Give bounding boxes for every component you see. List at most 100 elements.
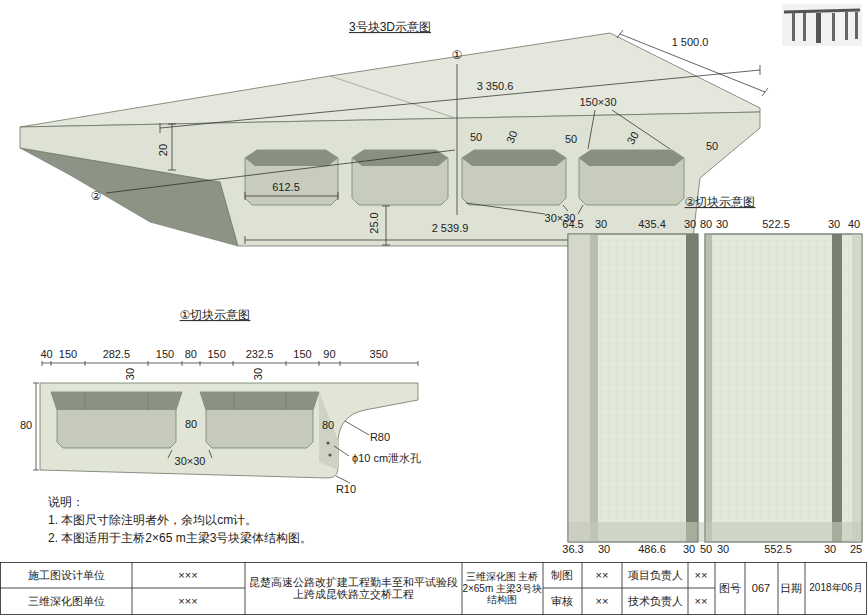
dimension-line — [33, 383, 39, 470]
dimension-label: 150 — [156, 348, 174, 361]
dimension-line — [336, 476, 350, 483]
dimension-line — [457, 64, 458, 215]
cut-marker: ② — [91, 190, 102, 204]
dimension-label: 30 — [824, 543, 836, 556]
bridge-photo — [782, 4, 862, 46]
bridge-photo — [845, 12, 848, 40]
block-3d-view — [20, 33, 760, 246]
dimension-label: 3 350.6 — [477, 80, 514, 93]
dimension-label: 30 — [716, 218, 728, 231]
view-title: 3号块3D示意图 — [349, 21, 431, 35]
dimension-label: 25.0 — [368, 212, 381, 233]
bridge-photo — [855, 12, 858, 39]
dimension-label: 50 — [706, 140, 718, 153]
section-2-view — [568, 522, 862, 542]
title-block-cell: ×× — [596, 595, 609, 608]
dimension-label: 2 539.9 — [432, 222, 469, 235]
title-block-cell: 昆楚高速公路改扩建工程勤丰至和平试验段 上跨成昆铁路立交桥工程 — [247, 576, 459, 600]
dimension-label: 80 — [700, 218, 712, 231]
section-2-view — [568, 234, 862, 542]
dimension-label: 50 — [700, 543, 712, 556]
dimension-label: 80 — [20, 419, 32, 432]
title-block-cell: ×× — [695, 595, 708, 608]
title-block-cell: 三维深化图单位 — [28, 595, 105, 608]
dimension-label: 36.3 — [562, 543, 583, 556]
section-2-view — [568, 234, 698, 542]
title-block-cell: 日期 — [780, 582, 802, 595]
dimension-label: 80 — [185, 418, 197, 431]
dimension-label: 40 — [848, 218, 860, 231]
title-block-cell: 2018年06月 — [809, 582, 862, 594]
title-block-cell: ×× — [695, 569, 708, 582]
cut-marker: ① — [452, 49, 463, 63]
dimension-label: 150×30 — [579, 96, 616, 109]
note-text: 1. 本图尺寸除注明者外，余均以cm计。 — [48, 514, 257, 528]
bridge-photo — [792, 13, 795, 41]
section-1-view — [319, 392, 338, 470]
title-block — [0, 562, 867, 615]
dimension-line — [617, 30, 768, 96]
dimension-label: 50 — [470, 131, 482, 144]
dimension-label: ϕ10 cm泄水孔 — [352, 452, 421, 465]
block-3d-view — [579, 150, 684, 205]
title-block — [1, 563, 867, 615]
section-2-view — [568, 234, 590, 542]
title-block-cell: 施工图设计单位 — [28, 569, 105, 582]
title-block-cell: 技术负责人 — [628, 595, 683, 608]
dimension-label: 1 500.0 — [672, 36, 709, 49]
section-1-view — [40, 383, 418, 478]
dimension-label: 30 — [252, 368, 265, 380]
dimension-line — [106, 150, 455, 193]
dimension-line — [106, 30, 768, 245]
dimension-label: 50 — [565, 133, 577, 146]
block-3d-view — [20, 33, 760, 127]
dimension-label: 30 — [595, 218, 607, 231]
dimension-label: 30 — [598, 543, 610, 556]
block-3d-view — [462, 150, 566, 205]
section-2-view — [705, 234, 712, 542]
section-1-view — [234, 392, 286, 410]
title-block-cell: 制图 — [551, 569, 573, 582]
dimension-label: R10 — [336, 483, 356, 496]
dimension-label: 150 — [59, 348, 77, 361]
dimension-label: 282.5 — [103, 348, 131, 361]
dimension-label: R80 — [370, 431, 390, 444]
dimension-line — [168, 124, 176, 170]
dimension-line — [33, 361, 418, 483]
dimension-line — [382, 206, 390, 245]
block-3d-view — [462, 150, 566, 166]
section-1-view — [326, 441, 329, 444]
title-block-cell: 图号 — [719, 582, 741, 595]
dimension-label: 40 — [40, 348, 52, 361]
section-1-view — [328, 453, 331, 456]
dimension-label: 150 — [207, 348, 225, 361]
dimension-label: 80 — [322, 419, 334, 432]
block-3d-view — [245, 150, 338, 166]
section-1-view — [51, 392, 182, 410]
dimension-label: 552.5 — [764, 543, 792, 556]
block-3d-view — [330, 76, 455, 118]
dimension-label: 30×30 — [175, 455, 206, 468]
dimension-label: 64.5 — [562, 218, 583, 231]
dimension-line — [334, 446, 349, 456]
section-2-view — [705, 234, 862, 542]
section-1-view — [85, 392, 148, 410]
section-2-view — [590, 234, 598, 542]
dimension-label: 30 — [504, 129, 520, 145]
dimension-label: 30 — [717, 543, 729, 556]
dimension-label: 486.6 — [638, 543, 666, 556]
dimension-label: 20 — [157, 144, 170, 156]
dimension-line — [42, 363, 418, 364]
title-block-cell: ×× — [596, 569, 609, 582]
note-text: 2. 本图适用于主桥2×65 m主梁3号块梁体结构图。 — [48, 532, 312, 546]
dimension-label: 232.5 — [246, 348, 274, 361]
bridge-photo — [816, 13, 821, 43]
section-2-view — [686, 234, 698, 542]
block-3d-view — [245, 150, 338, 205]
view-title: ①切块示意图 — [180, 309, 251, 323]
note-text: 说明： — [48, 496, 84, 510]
title-block-cell: ××× — [178, 595, 197, 608]
dimension-line — [345, 421, 369, 435]
dimension-label: 150 — [293, 348, 311, 361]
bridge-photo — [784, 10, 860, 12]
